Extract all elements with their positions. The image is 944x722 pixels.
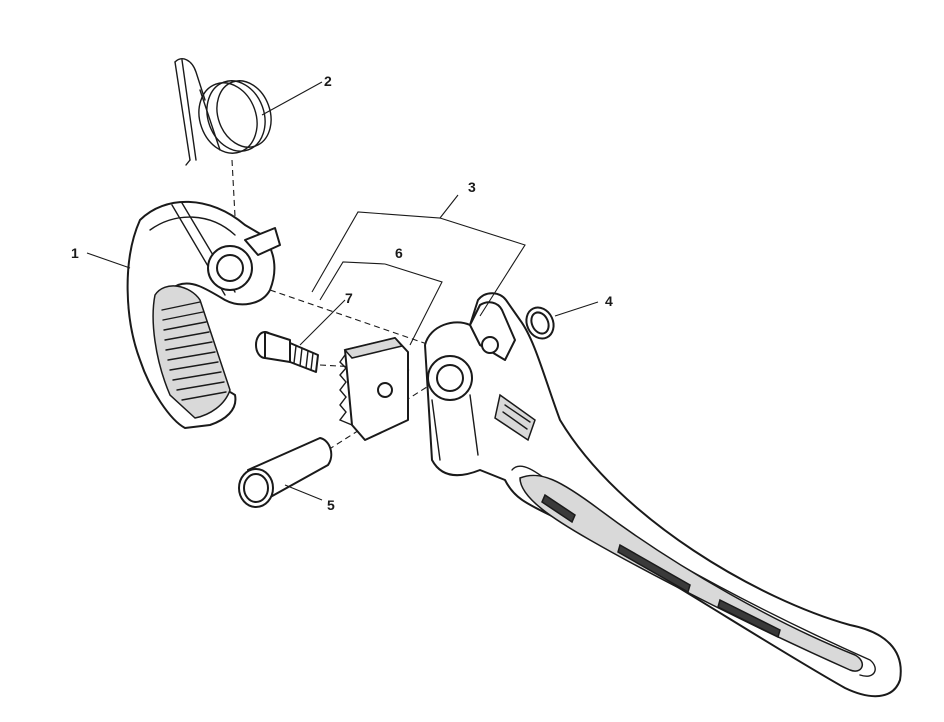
hook-jaw-part	[126, 200, 281, 429]
callout-numbers: 1 2 3 4 5 6 7	[71, 73, 613, 513]
screw-part	[255, 331, 319, 373]
callout-7: 7	[345, 290, 353, 306]
callout-4: 4	[605, 293, 613, 309]
callout-5: 5	[327, 497, 335, 513]
leader-lines	[86, 81, 599, 501]
jaw-teeth	[161, 301, 227, 401]
spring-part	[174, 58, 272, 166]
callout-1: 1	[71, 245, 79, 261]
jaw-insert-part	[338, 337, 409, 441]
handle-part	[424, 292, 902, 698]
retaining-ring-part	[525, 306, 555, 340]
pin-part	[238, 437, 333, 508]
callout-3: 3	[468, 179, 476, 195]
callout-2: 2	[324, 73, 332, 89]
callout-6: 6	[395, 245, 403, 261]
